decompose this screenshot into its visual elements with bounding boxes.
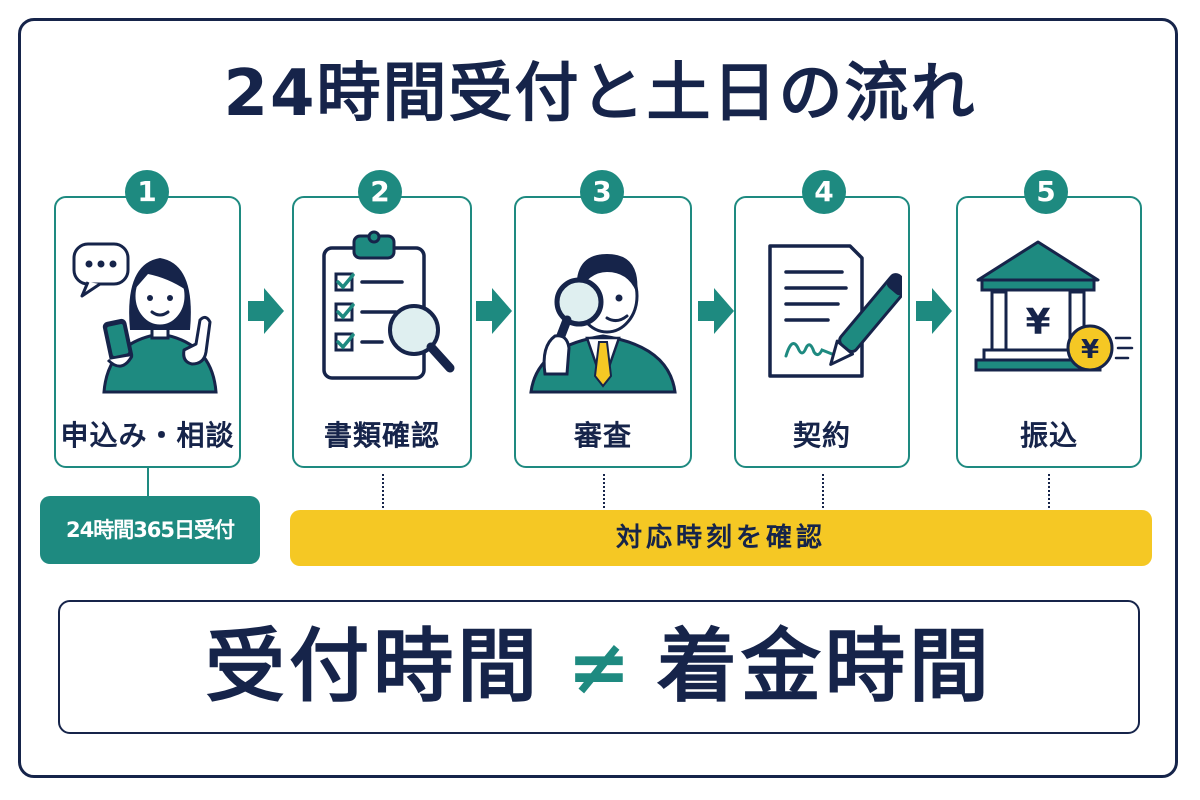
step-4-number-badge: 4 bbox=[802, 170, 846, 214]
step-3-card: 審査 bbox=[514, 196, 692, 468]
step-3-label: 審査 bbox=[573, 419, 632, 452]
svg-text:¥: ¥ bbox=[1025, 302, 1050, 343]
step-2-number-badge: 2 bbox=[358, 170, 402, 214]
step-1-number-badge: 1 bbox=[125, 170, 169, 214]
step-1-label: 申込み・相談 bbox=[60, 419, 235, 452]
step-3-number-badge: 3 bbox=[580, 170, 624, 214]
arrow-right-icon bbox=[248, 288, 284, 334]
payment-time-text: 着金時間 bbox=[656, 620, 993, 713]
step-5-label: 振込 bbox=[1019, 419, 1078, 452]
bottom-comparison-box: 受付時間 ≠ 着金時間 bbox=[58, 600, 1140, 734]
step-2-card: 書類確認 bbox=[292, 196, 472, 468]
man-magnifier-icon bbox=[529, 254, 677, 394]
woman-smartphone-chat-icon bbox=[72, 242, 218, 394]
svg-text:¥: ¥ bbox=[1081, 335, 1099, 365]
arrow-right-icon bbox=[916, 288, 952, 334]
confirm-time-banner: 対応時刻を確認 bbox=[290, 510, 1152, 566]
arrow-right-icon bbox=[476, 288, 512, 334]
step-1-connector bbox=[147, 468, 149, 498]
arrow-right-icon bbox=[698, 288, 734, 334]
bank-yen-icon: ¥ ¥ bbox=[974, 240, 1134, 372]
badge-24h-365: 24時間365日受付 bbox=[40, 496, 260, 564]
step-5-dotted-connector bbox=[1048, 474, 1050, 508]
step-4-card: 契約 bbox=[734, 196, 910, 468]
step-5-number-badge: 5 bbox=[1024, 170, 1068, 214]
step-2-label: 書類確認 bbox=[323, 419, 440, 452]
not-equal-symbol: ≠ bbox=[567, 622, 631, 711]
step-3-dotted-connector bbox=[603, 474, 605, 508]
contract-pen-icon bbox=[768, 244, 902, 378]
reception-time-text: 受付時間 bbox=[205, 620, 542, 713]
step-1-card: 申込み・相談 bbox=[54, 196, 241, 468]
step-2-dotted-connector bbox=[382, 474, 384, 508]
checklist-magnifier-icon bbox=[322, 230, 455, 380]
step-4-dotted-connector bbox=[822, 474, 824, 508]
step-5-card: ¥ ¥ 振込 bbox=[956, 196, 1142, 468]
page-title: 24時間受付と土日の流れ bbox=[223, 57, 977, 131]
step-4-label: 契約 bbox=[792, 419, 851, 452]
